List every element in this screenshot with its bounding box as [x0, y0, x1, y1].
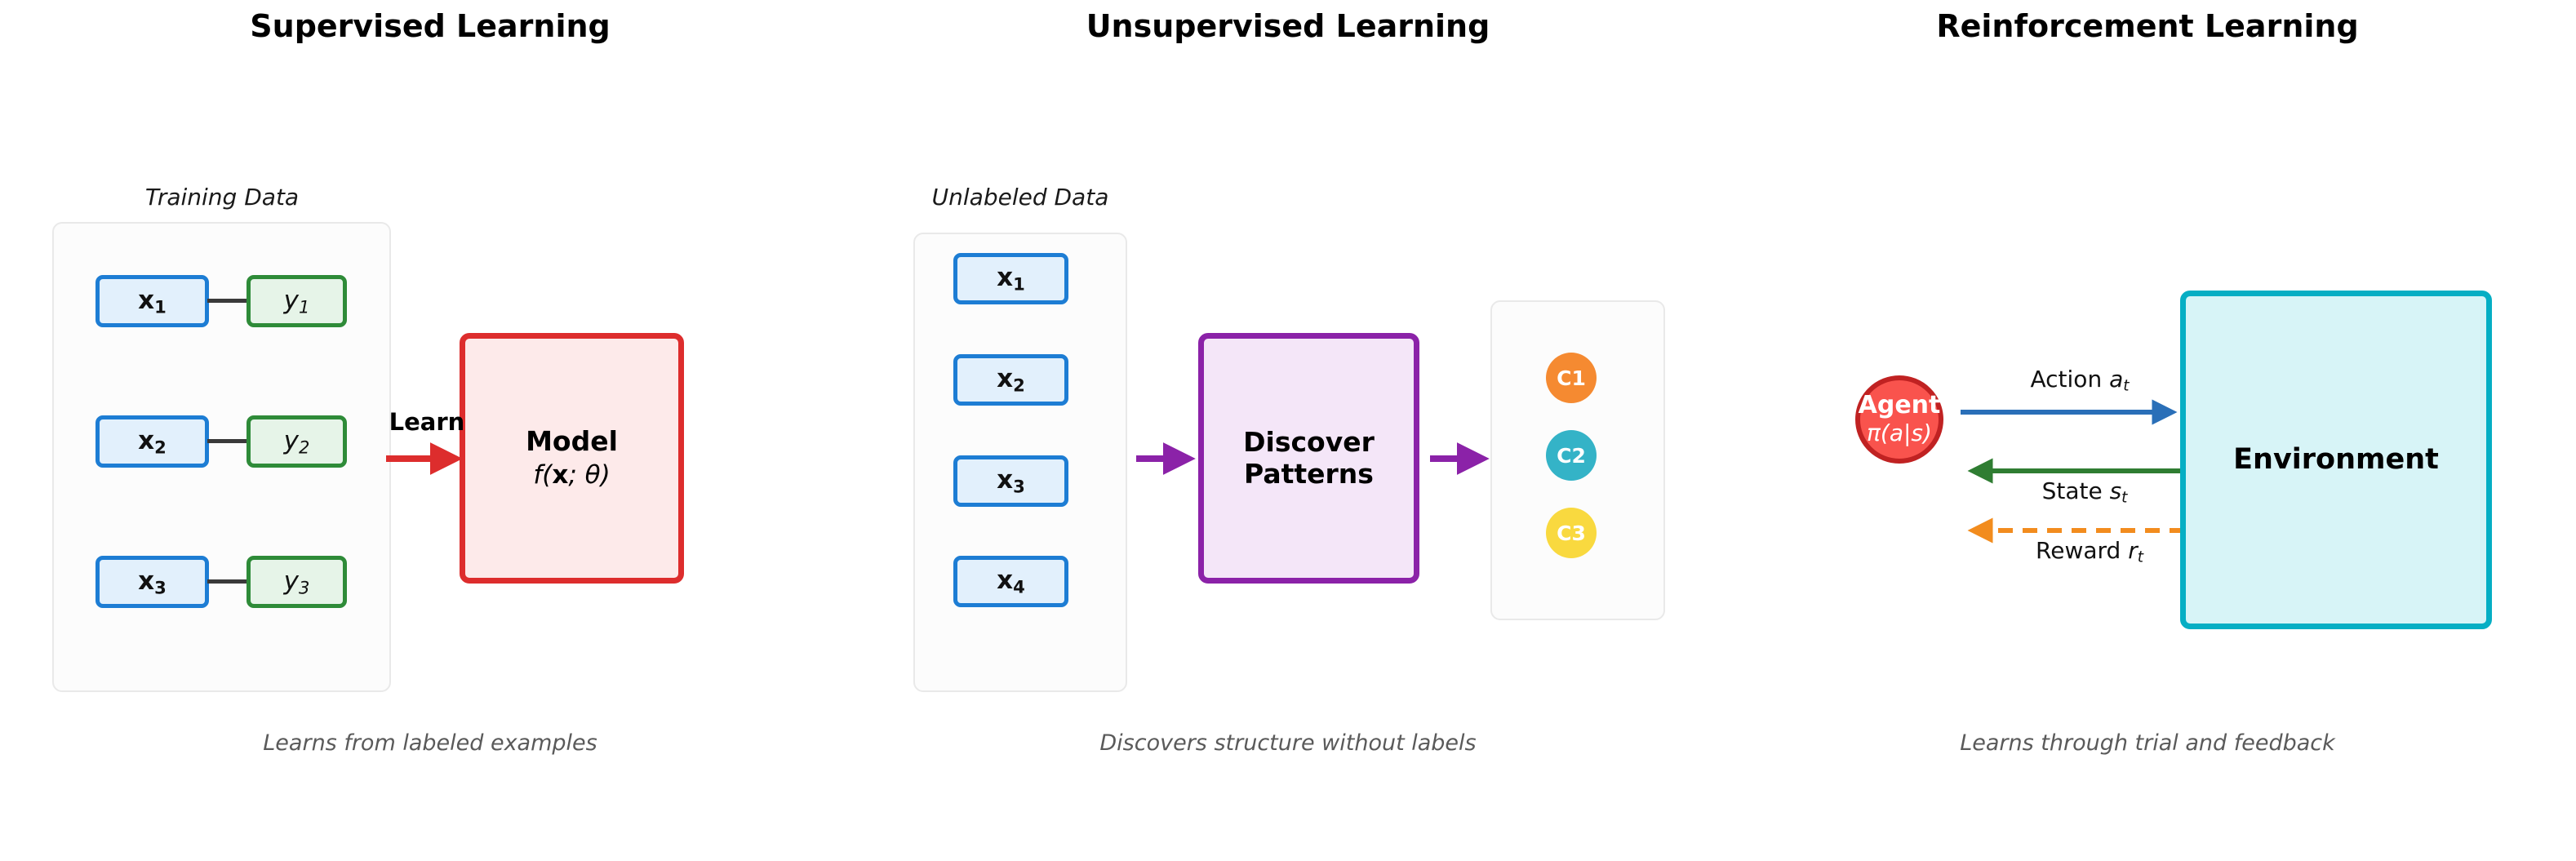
model-title: Model	[526, 424, 618, 457]
agent-title: Agent	[1858, 391, 1941, 420]
unlabeled-box-2[interactable]: x2	[953, 354, 1068, 406]
unlabeled-label-2: x2	[997, 364, 1025, 396]
panel-caption-reinforcement: Learns through trial and feedback	[1960, 730, 2335, 756]
unlabeled-label-4: x4	[997, 566, 1025, 597]
unlabeled-box-4[interactable]: x4	[953, 556, 1068, 607]
agent-policy: π(a|s)	[1867, 419, 1932, 446]
panel-caption-unsupervised: Discovers structure without labels	[1099, 730, 1477, 756]
training-input-label-3: x3	[138, 566, 167, 598]
action-arrow-label: Action at	[2030, 366, 2130, 395]
panel-title-reinforcement: Reinforcement Learning	[1936, 8, 2359, 44]
cluster-label-c3: C3	[1557, 521, 1586, 545]
cluster-circle-c2[interactable]: C2	[1546, 430, 1597, 481]
unlabeled-label-1: x1	[997, 263, 1025, 295]
discover-patterns-box[interactable]: Discover Patterns	[1198, 333, 1419, 584]
cluster-label-c2: C2	[1557, 443, 1586, 468]
training-label-text-1: y1	[283, 285, 310, 317]
pair-link-3	[207, 579, 248, 584]
pair-link-1	[207, 299, 248, 303]
cluster-label-c1: C1	[1557, 366, 1586, 390]
reward-arrow	[1967, 517, 2184, 544]
model-box[interactable]: Model f(x; θ)	[460, 333, 684, 584]
training-data-label: Training Data	[144, 184, 300, 211]
agent-circle[interactable]: Agent π(a|s)	[1855, 375, 1943, 464]
pair-link-2	[207, 439, 248, 443]
unlabeled-data-label: Unlabeled Data	[931, 184, 1109, 211]
model-formula: f(x; θ)	[533, 459, 611, 490]
cluster-circle-c1[interactable]: C1	[1546, 353, 1597, 403]
training-label-box-1[interactable]: y1	[246, 275, 347, 327]
environment-box[interactable]: Environment	[2180, 291, 2492, 629]
discover-output-arrow	[1430, 442, 1490, 475]
reward-arrow-label: Reward rt	[2036, 537, 2143, 566]
state-arrow	[1967, 458, 2184, 484]
state-arrow-label: State st	[2041, 477, 2128, 507]
cluster-circle-c3[interactable]: C3	[1546, 508, 1597, 558]
training-input-box-3[interactable]: x3	[95, 556, 209, 608]
discover-input-arrow	[1136, 442, 1196, 475]
learn-arrow-label: Learn	[389, 408, 465, 436]
unlabeled-box-3[interactable]: x3	[953, 455, 1068, 507]
training-label-text-3: y3	[283, 566, 310, 598]
training-label-box-2[interactable]: y2	[246, 415, 347, 468]
panel-title-unsupervised: Unsupervised Learning	[1086, 8, 1490, 44]
discover-title-line-1: Discover	[1243, 425, 1375, 458]
training-label-text-2: y2	[283, 425, 310, 458]
panel-title-supervised: Supervised Learning	[250, 8, 611, 44]
training-label-box-3[interactable]: y3	[246, 556, 347, 608]
learn-arrow	[386, 442, 463, 475]
training-input-label-2: x2	[138, 425, 167, 458]
action-arrow	[1961, 399, 2178, 425]
training-input-label-1: x1	[138, 285, 167, 317]
discover-title-line-2: Patterns	[1244, 457, 1374, 490]
training-input-box-2[interactable]: x2	[95, 415, 209, 468]
training-input-box-1[interactable]: x1	[95, 275, 209, 327]
panel-caption-supervised: Learns from labeled examples	[263, 730, 597, 756]
unlabeled-label-3: x3	[997, 465, 1025, 497]
environment-title: Environment	[2233, 442, 2439, 476]
unlabeled-box-1[interactable]: x1	[953, 253, 1068, 304]
